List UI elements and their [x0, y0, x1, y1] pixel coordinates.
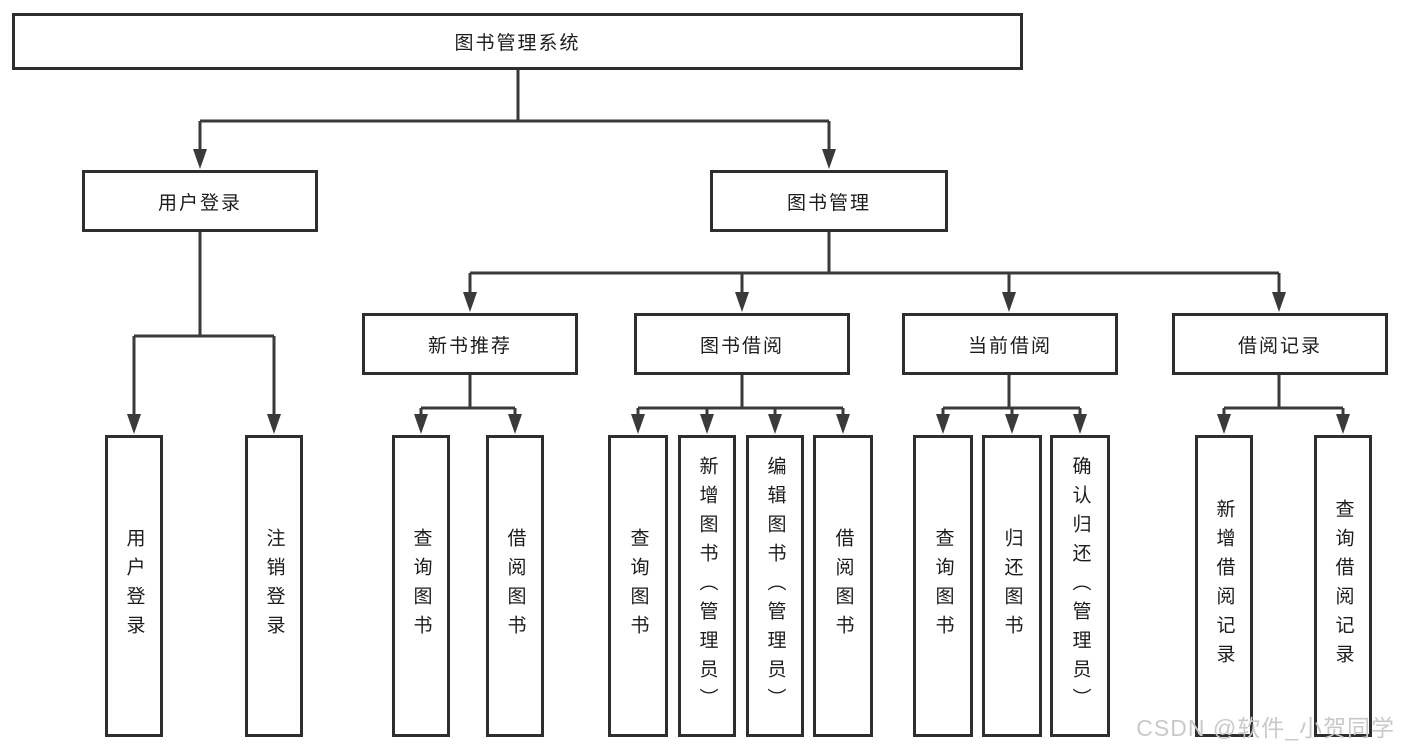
node-new-book-recommend: 新书推荐: [362, 313, 578, 375]
leaf-logout: 注销登录: [245, 435, 303, 737]
leaf-user-login: 用户登录: [105, 435, 163, 737]
node-user-login: 用户登录: [82, 170, 318, 232]
leaf-add-borrow-record: 新增借阅记录: [1195, 435, 1253, 737]
leaf-add-books-admin: 新增图书（管理员）: [678, 435, 736, 737]
leaf-edit-books-admin: 编辑图书（管理员）: [746, 435, 804, 737]
node-current-borrow: 当前借阅: [902, 313, 1118, 375]
node-book-management: 图书管理: [710, 170, 948, 232]
leaf-borrow-books: 借阅图书: [813, 435, 873, 737]
node-root-system: 图书管理系统: [12, 13, 1023, 70]
leaf-recommend-borrow-books: 借阅图书: [486, 435, 544, 737]
csdn-watermark: CSDN @软件_小贺同学: [1136, 715, 1395, 741]
leaf-query-borrow-record: 查询借阅记录: [1314, 435, 1372, 737]
node-book-borrow: 图书借阅: [634, 313, 850, 375]
leaf-return-books: 归还图书: [982, 435, 1042, 737]
leaf-borrow-query-books: 查询图书: [608, 435, 668, 737]
leaf-current-query-books: 查询图书: [913, 435, 973, 737]
node-borrow-records: 借阅记录: [1172, 313, 1388, 375]
leaf-confirm-return-admin: 确认归还（管理员）: [1050, 435, 1110, 737]
leaf-recommend-query-books: 查询图书: [392, 435, 450, 737]
